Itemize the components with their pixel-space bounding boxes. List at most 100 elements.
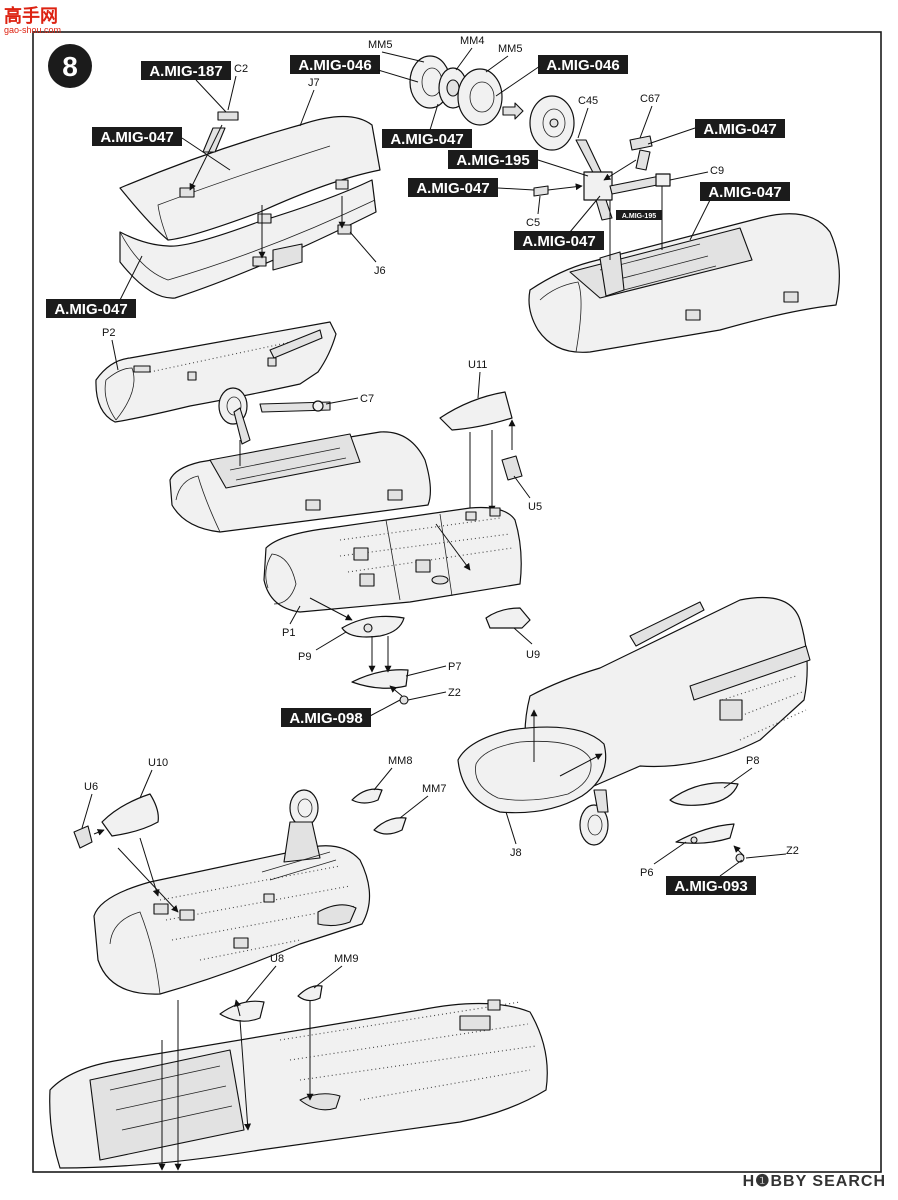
label: U11	[468, 359, 487, 371]
tag-leaders	[119, 65, 743, 877]
svg-text:A.MIG-046: A.MIG-046	[298, 57, 371, 74]
svg-text:A.MIG-047: A.MIG-047	[390, 131, 463, 148]
paint-tag: A.MIG-046	[290, 55, 380, 74]
label: U10	[148, 757, 168, 769]
part-z2-upper	[399, 695, 409, 705]
paint-tag: A.MIG-093	[666, 876, 756, 895]
part-p6	[675, 823, 735, 844]
svg-text:A.MIG-047: A.MIG-047	[100, 129, 173, 146]
watermark-bottom-brand: H❶BBY SEARCH	[743, 1173, 886, 1190]
tab-c2-slot	[179, 187, 195, 198]
intake-upper-panel-group	[119, 111, 381, 299]
part-p9	[341, 615, 405, 638]
main-wheel	[579, 804, 609, 846]
part-u9	[485, 607, 531, 629]
part-mm8	[351, 788, 383, 804]
svg-text:A.MIG-047: A.MIG-047	[522, 233, 595, 250]
part-u5	[501, 455, 523, 481]
svg-text:A.MIG-093: A.MIG-093	[674, 878, 747, 895]
nose-gear-strut-group	[533, 135, 671, 221]
part-u8	[219, 1000, 265, 1022]
paint-tag: A.MIG-047	[514, 231, 604, 250]
label: C67	[640, 93, 660, 105]
label: P2	[102, 327, 115, 339]
label: C5	[526, 217, 540, 229]
paint-tag: A.MIG-047	[92, 127, 182, 146]
part-labels: C2 J7 MM5 MM4 MM5 C45 C67 C9 C5 J6 P2 C7…	[84, 35, 799, 965]
rear-gear-wheel	[289, 789, 319, 827]
label: MM5	[498, 43, 522, 55]
label: P9	[298, 651, 311, 663]
label: J7	[308, 77, 320, 89]
label: MM9	[334, 953, 358, 965]
wheel-assembly-group	[409, 55, 575, 151]
label: MM7	[422, 783, 446, 795]
paint-tag: A.MIG-187	[141, 61, 231, 80]
center-fuselage-p1-group	[263, 506, 522, 613]
part-u11	[439, 391, 513, 431]
watermark-top: 高手网 gao-shou.com	[4, 5, 61, 35]
gear-bay-assembled-group	[528, 186, 840, 353]
label: C45	[578, 95, 598, 107]
part-c67	[629, 135, 653, 151]
svg-text:A.MIG-047: A.MIG-047	[703, 121, 776, 138]
label-leaders	[81, 47, 787, 1003]
label: U6	[84, 781, 98, 793]
label: J8	[510, 847, 522, 859]
label: U5	[528, 501, 542, 513]
label: P7	[448, 661, 461, 673]
svg-text:A.MIG-047: A.MIG-047	[416, 180, 489, 197]
svg-text:A.MIG-046: A.MIG-046	[546, 57, 619, 74]
paint-tag: A.MIG-047	[700, 182, 790, 201]
paint-tag-small: A.MIG-195	[616, 210, 662, 220]
svg-text:A.MIG-195: A.MIG-195	[622, 213, 656, 220]
label: J6	[374, 265, 386, 277]
label: C2	[234, 63, 248, 75]
gear-arm-c7	[259, 401, 331, 413]
part-c5	[533, 185, 549, 197]
bay-housing	[528, 213, 840, 353]
part-u10	[101, 793, 159, 837]
part-u6	[73, 825, 93, 849]
label: C9	[710, 165, 724, 177]
svg-text:A.MIG-195: A.MIG-195	[456, 152, 529, 169]
paint-tag: A.MIG-047	[382, 129, 472, 148]
label: MM5	[368, 39, 392, 51]
canopy-parts-u11-u5	[439, 391, 523, 521]
paint-tag: A.MIG-195	[448, 150, 538, 169]
paint-tag: A.MIG-047	[695, 119, 785, 138]
arm-c9	[609, 175, 663, 195]
lower-panel-j6	[119, 179, 377, 299]
watermark-bottom: H❶BBY SEARCH	[743, 1173, 886, 1190]
step-number: 8	[62, 51, 78, 82]
label: Z2	[786, 845, 799, 857]
label: P8	[746, 755, 759, 767]
fuselage-p2	[95, 321, 337, 423]
watermark-top-line1: 高手网	[4, 5, 58, 26]
label: Z2	[448, 687, 461, 699]
forward-fuselage-p2-group	[95, 321, 431, 533]
paint-tag: A.MIG-098	[281, 708, 371, 727]
rear-fuselage-group	[73, 788, 407, 1022]
part-c2	[217, 111, 239, 121]
step-badge: 8	[48, 44, 92, 88]
part-p7	[351, 669, 409, 689]
label: U9	[526, 649, 540, 661]
label: MM8	[388, 755, 412, 767]
paint-tag: A.MIG-047	[46, 299, 136, 318]
svg-text:A.MIG-187: A.MIG-187	[149, 63, 222, 80]
paint-tags: A.MIG-187 A.MIG-046 A.MIG-046 A.MIG-047 …	[46, 55, 790, 895]
small-parts-p8-p6	[669, 782, 745, 863]
label: P6	[640, 867, 653, 879]
paint-tag: A.MIG-047	[408, 178, 498, 197]
cockpit-fuselage-group	[49, 999, 548, 1171]
part-mm7	[373, 817, 407, 835]
paint-tag: A.MIG-046	[538, 55, 628, 74]
intake-j8-group	[457, 596, 811, 846]
assembly-arrow	[502, 102, 524, 120]
small-parts-p9-p7	[309, 597, 531, 705]
svg-text:A.MIG-098: A.MIG-098	[289, 710, 362, 727]
part-p8	[669, 782, 739, 806]
page-frame	[32, 31, 882, 1173]
